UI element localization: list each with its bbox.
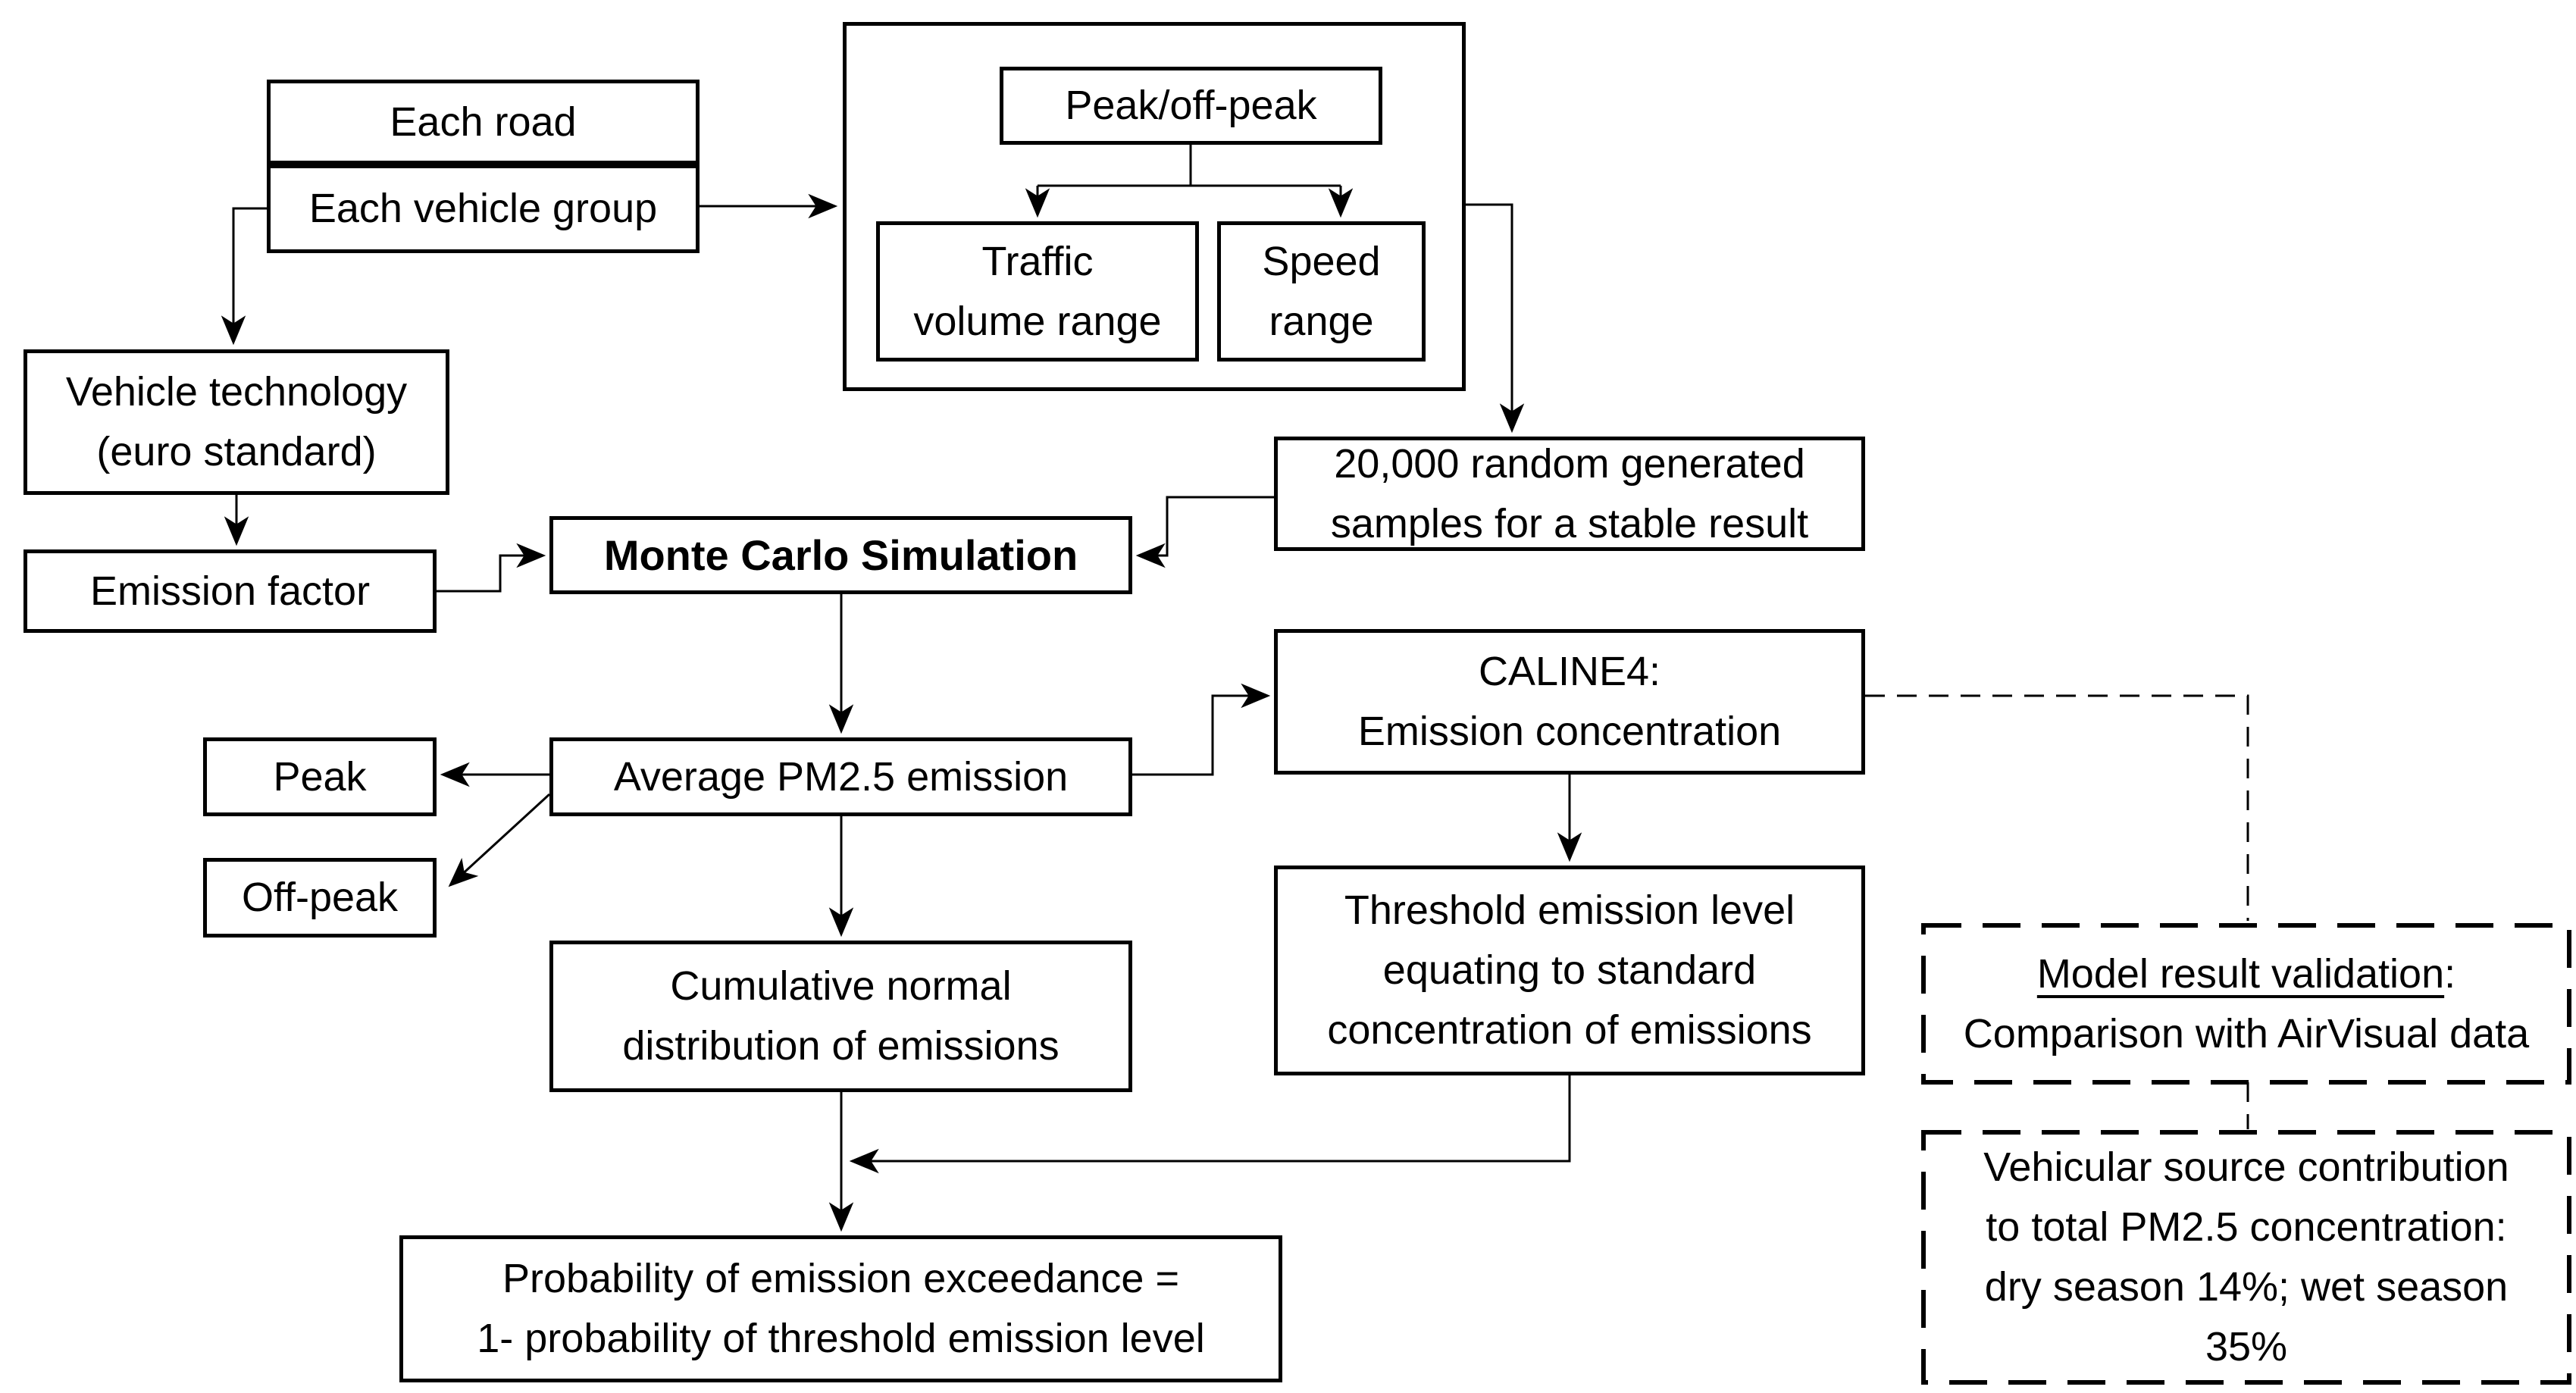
node-20000-samples: 20,000 random generated samples for a st… <box>1274 437 1865 551</box>
node-caline4: CALINE4: Emission concentration <box>1274 629 1865 775</box>
node-vehicle-technology: Vehicle technology (euro standard) <box>23 349 449 495</box>
node-traffic-volume-range: Traffic volume range <box>876 221 1199 362</box>
node-speed-range: Speed range <box>1217 221 1426 362</box>
node-model-result-validation: Model result validation: Comparison with… <box>1923 925 2569 1082</box>
arrow-vehicle-group-to-vehicle-tech <box>221 207 267 346</box>
arrow-container-to-samples <box>1466 203 1525 434</box>
model-validation-title: Model result validation <box>2036 950 2445 997</box>
node-cumulative-distribution: Cumulative normal distribution of emissi… <box>549 941 1132 1092</box>
node-vehicular-source-contribution: Vehicular source contribution to total P… <box>1983 1144 2509 1370</box>
arrow-samples-to-monte-carlo <box>1135 496 1274 568</box>
node-each-vehicle-group: Each vehicle group <box>267 164 700 253</box>
dashed-box-vehicular-source <box>1921 1130 2571 1385</box>
node-peak: Peak <box>203 737 437 816</box>
dashed-box-model-validation <box>1921 923 2571 1085</box>
node-emission-factor: Emission factor <box>23 549 437 633</box>
arrow-average-to-caline4 <box>1132 683 1271 776</box>
model-validation-colon: : <box>2444 950 2456 997</box>
arrow-emission-factor-to-monte-carlo <box>437 543 546 593</box>
node-peak-offpeak: Peak/off-peak <box>1000 67 1382 145</box>
node-monte-carlo-simulation: Monte Carlo Simulation <box>549 516 1132 594</box>
node-probability-exceedance: Probability of emission exceedance = 1- … <box>399 1235 1282 1382</box>
model-validation-line2: Comparison with AirVisual data <box>1963 1010 2530 1056</box>
node-each-road: Each road <box>267 80 700 164</box>
node-average-pm25-emission: Average PM2.5 emission <box>549 737 1132 816</box>
node-off-peak: Off-peak <box>203 858 437 938</box>
arrow-threshold-to-junction <box>849 1075 1571 1174</box>
dashed-caline4-to-validation <box>1865 694 2249 921</box>
node-threshold-emission-level: Threshold emission level equating to sta… <box>1274 866 1865 1075</box>
arrow-average-to-offpeak <box>448 793 551 887</box>
group-container-peak-offpeak <box>843 22 1466 391</box>
